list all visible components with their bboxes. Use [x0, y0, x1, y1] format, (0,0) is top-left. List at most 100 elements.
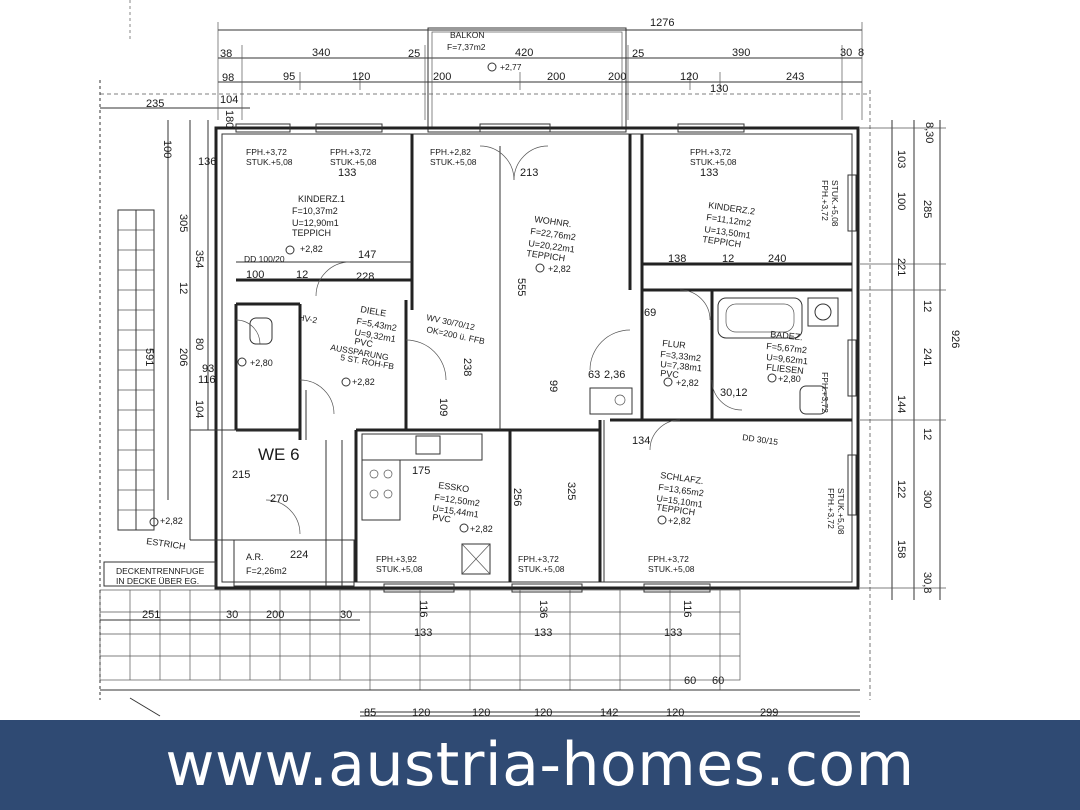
- bottom-dim-19: 116: [681, 600, 693, 618]
- room-bad-floor: FLIESEN: [766, 362, 804, 376]
- bath-sink: [807, 297, 839, 327]
- room-wc-level: +2,80: [250, 358, 273, 368]
- terrace-grid: [99, 589, 860, 717]
- left-dim-1: 100: [161, 140, 173, 158]
- room-flur-level: +2,82: [676, 378, 699, 388]
- dim-109: 109: [437, 398, 449, 416]
- room-diele-level: +2,82: [352, 377, 375, 387]
- dim-12: 12: [296, 269, 308, 281]
- room-flur-floor: PVC: [660, 368, 680, 380]
- website-url[interactable]: www.austria-homes.com: [165, 730, 915, 800]
- dim-100: 100: [246, 269, 264, 281]
- note-stuk-wohnr: STUK.+5,08: [430, 157, 477, 167]
- room-flur-perimeter: U=7,38m1: [660, 359, 703, 373]
- note-fph-kinderz2: FPH.+3,72: [690, 147, 731, 157]
- dim-238: 238: [461, 358, 473, 376]
- top-dim-2-4: 200: [433, 71, 451, 83]
- dim-134: 134: [632, 435, 650, 447]
- note-fph-essko: FPH.+3,92: [376, 554, 417, 564]
- bottom-dim-16: 133: [664, 627, 682, 639]
- dim-total-width: 1276: [650, 17, 674, 29]
- note-fph-kinderz2-side: FPH.+3,72: [820, 180, 830, 221]
- left-dim-11: 180: [223, 110, 235, 128]
- exterior-walls: [214, 126, 860, 590]
- floor-plan-drawing: 1276 38 340 25 420 25 390 30 8 98 95 120…: [0, 0, 1080, 720]
- level-marker-icon: [487, 62, 497, 72]
- right-dimension-lines: [860, 90, 946, 700]
- room-ar-name: A.R.: [246, 552, 264, 562]
- estrich-area: [103, 429, 355, 587]
- level-markers: [149, 245, 777, 533]
- bottom-dim-6: 120: [412, 707, 430, 719]
- dim-270: 270: [270, 493, 288, 505]
- right-dim-9: 144: [895, 395, 907, 413]
- right-dim-2: 103: [895, 150, 907, 168]
- dim-147: 147: [358, 249, 376, 261]
- right-dim-7: 926: [949, 330, 961, 348]
- right-dim-8: 241: [921, 348, 933, 366]
- bottom-dim-9: 142: [600, 707, 618, 719]
- stair-area: [117, 209, 155, 531]
- room-kinderz1-floor: TEPPICH: [292, 228, 331, 238]
- top-dim-2-6: 200: [608, 71, 626, 83]
- room-balkon-area: F=7,37m2: [447, 42, 486, 52]
- dim-175: 175: [412, 465, 430, 477]
- plan-paper: [0, 0, 1080, 720]
- bottom-dim-7: 120: [472, 707, 490, 719]
- room-ar-area: F=2,26m2: [246, 566, 287, 576]
- dim-354: 354: [193, 250, 205, 268]
- left-dimension-lines: [99, 80, 209, 700]
- note-stuk-kinderz1: STUK.+5,08: [246, 157, 293, 167]
- wc-toilet: [249, 317, 273, 345]
- right-dim-3: 100: [895, 192, 907, 210]
- dim-99: 99: [547, 380, 559, 392]
- note-fph-kinderz1: FPH.+3,72: [246, 147, 287, 157]
- bottom-dim-18: 136: [537, 600, 549, 618]
- room-kinderz1-area: F=10,37m2: [292, 206, 338, 216]
- right-dim-11: 122: [895, 480, 907, 498]
- bottom-dim-10: 120: [666, 707, 684, 719]
- top-dim-2-2: 95: [283, 71, 295, 83]
- room-bad-perimeter: U=9,62m1: [766, 352, 809, 366]
- note-fph-schlafz: FPH.+3,72: [648, 554, 689, 564]
- left-dim-2: 305: [177, 214, 189, 232]
- note-in-decke: IN DECKE ÜBER EG.: [116, 576, 199, 586]
- top-dim-2-1: 98: [222, 72, 234, 84]
- note-fph-wohnr: FPH.+2,82: [430, 147, 471, 157]
- dim-69: 69: [644, 307, 656, 319]
- note-stuk-schlafz-side: STUK.+5,08: [836, 488, 846, 535]
- room-bad-name: BADEZ.: [770, 329, 803, 342]
- windows-top: [235, 123, 857, 593]
- dim-256: 256: [511, 488, 523, 506]
- dim-12b: 12: [722, 253, 734, 265]
- room-flur-name: FLUR: [662, 338, 687, 350]
- dim-63: 63: [588, 369, 600, 381]
- right-dim-12: 300: [921, 490, 933, 508]
- top-dim-1-5: 25: [632, 48, 644, 60]
- bottom-dim-11: 299: [760, 707, 778, 719]
- website-footer-banner: www.austria-homes.com: [0, 720, 1080, 810]
- interior-walls: [234, 134, 852, 582]
- top-dim-1-7: 30: [840, 47, 852, 59]
- room-diele-floor: PVC: [354, 336, 374, 349]
- note-stuk-kinderz1b: STUK.+5,08: [330, 157, 377, 167]
- dim-138: 138: [668, 253, 686, 265]
- top-dimension-lines: [100, 0, 870, 120]
- note-fph-kinderz1b: FPH.+3,72: [330, 147, 371, 157]
- note-deckentrennfuge: DECKENTRENNFUGE: [116, 566, 205, 576]
- bath-toilet: [799, 385, 827, 415]
- right-dim-6: 12: [921, 300, 933, 312]
- room-bad-level: +2,80: [778, 374, 801, 384]
- bottom-dim-13: 60: [712, 675, 724, 687]
- bathtub: [717, 297, 803, 339]
- bottom-dimension-lines: [100, 619, 860, 713]
- room-kinderz1-name: KINDERZ.1: [298, 194, 345, 204]
- bottom-dim-17: 116: [417, 600, 429, 618]
- bottom-dim-12: 60: [684, 675, 696, 687]
- note-fph-essko2: FPH.+3,72: [518, 554, 559, 564]
- room-essko-level: +2,82: [470, 524, 493, 534]
- top-dim-1-6: 390: [732, 47, 750, 59]
- right-dim-14: 30,8: [921, 572, 933, 593]
- note-dd-right: DD 30/15: [742, 432, 779, 447]
- left-dim-4: 206: [177, 348, 189, 366]
